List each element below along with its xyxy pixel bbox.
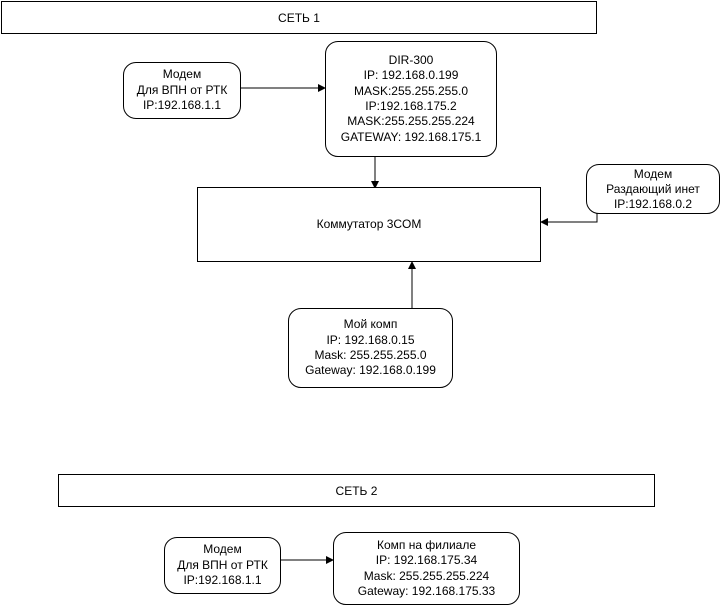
my-pc-mask: Mask: 255.255.255.0 xyxy=(314,348,427,362)
modem-inet-name: Модем xyxy=(633,166,673,181)
branch-pc-ip: IP: 192.168.175.34 xyxy=(375,553,478,568)
network1-title-banner: СЕТЬ 1 xyxy=(1,1,597,34)
network1-title: СЕТЬ 1 xyxy=(278,10,320,25)
my-pc-node: Мой комп IP: 192.168.0.15 Mask: 255.255.… xyxy=(288,308,453,388)
modem-vpn2-node: Модем Для ВПН от РТК IP:192.168.1.1 xyxy=(164,537,281,594)
modem-vpn2-ip: IP:192.168.1.1 xyxy=(183,573,262,588)
link-inet-modem-to-switch xyxy=(540,208,598,226)
network2-title-banner: СЕТЬ 2 xyxy=(58,474,655,507)
my-pc-gateway: Gateway: 192.168.0.199 xyxy=(305,363,436,378)
router-gateway: GATEWAY: 192.168.175.1 xyxy=(340,129,482,144)
switch-label: Коммутатор 3COM xyxy=(316,216,422,231)
switch-node: Коммутатор 3COM xyxy=(197,187,541,262)
modem-inet-node: Модем Раздающий инет IP:192.168.0.2 xyxy=(586,164,720,214)
my-pc-name: Мой комп xyxy=(343,317,398,332)
branch-pc-gateway: Gateway: 192.168.175.33 xyxy=(357,583,496,598)
router-model: DIR-300 xyxy=(388,52,434,67)
branch-pc-node: Комп на филиале IP: 192.168.175.34 Mask:… xyxy=(333,532,520,605)
modem-inet-ip: IP:192.168.0.2 xyxy=(613,196,693,211)
modem-vpn2-purpose: Для ВПН от РТК xyxy=(177,557,268,572)
modem-vpn-purpose: Для ВПН от РТК xyxy=(136,82,228,97)
router-mask-lan: MASK:255.255.255.0 xyxy=(353,83,469,98)
modem-vpn-name: Модем xyxy=(162,67,202,82)
router-ip-lan: IP: 192.168.0.199 xyxy=(363,68,459,83)
modem-vpn2-name: Модем xyxy=(203,542,242,557)
router-node: DIR-300 IP: 192.168.0.199 MASK:255.255.2… xyxy=(325,41,497,157)
router-mask-wan: MASK:255.255.255.224 xyxy=(347,114,475,129)
modem-vpn-ip: IP:192.168.1.1 xyxy=(142,98,222,113)
modem-vpn-node: Модем Для ВПН от РТК IP:192.168.1.1 xyxy=(123,62,241,119)
my-pc-ip: IP: 192.168.0.15 xyxy=(326,332,415,347)
modem-inet-purpose: Раздающий инет xyxy=(606,181,700,196)
router-ip-wan: IP:192.168.175.2 xyxy=(365,99,457,113)
branch-pc-mask: Mask: 255.255.255.224 xyxy=(363,568,490,583)
branch-pc-name: Комп на филиале xyxy=(376,537,476,552)
network2-title: СЕТЬ 2 xyxy=(335,483,378,498)
